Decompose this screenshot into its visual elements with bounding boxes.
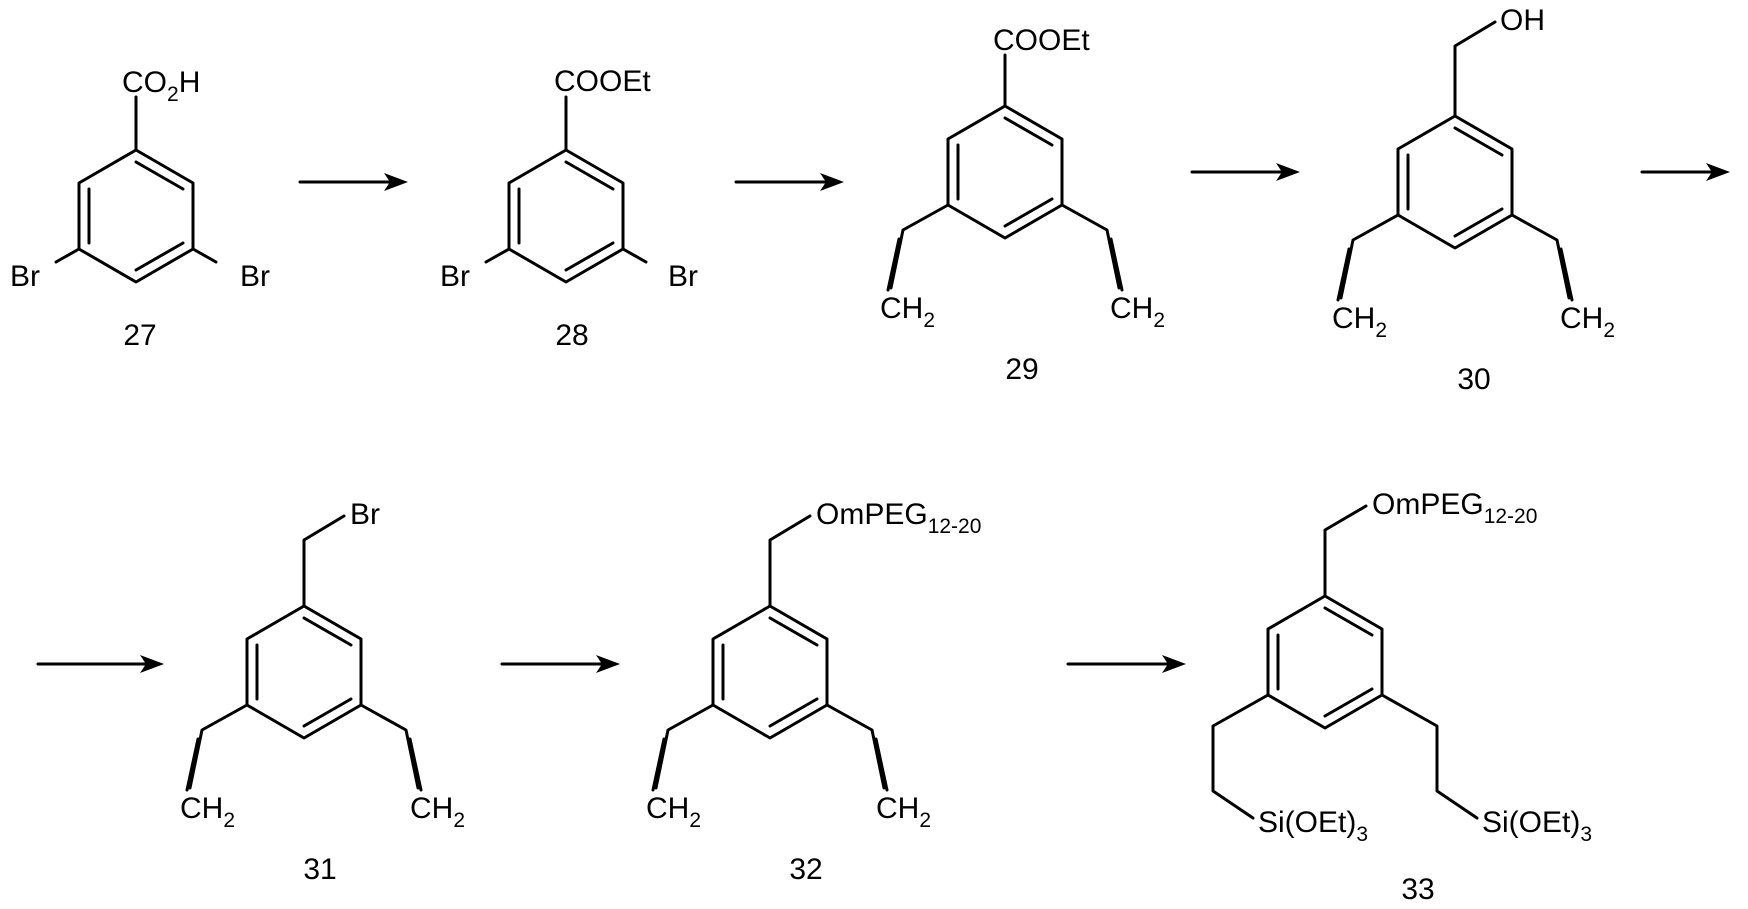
top-substituent-label: OmPEG12-20	[1372, 488, 1537, 528]
benzene-ring	[1268, 596, 1382, 728]
left-substituent-label: CH2	[880, 292, 935, 332]
right-substituent-label: CH2	[1560, 302, 1615, 342]
right-vinyl-group	[827, 705, 887, 790]
compound-28: COOEt Br Br 28	[440, 65, 698, 352]
compound-31: Br CH2 CH2 31	[180, 498, 465, 886]
compound-number: 29	[1005, 353, 1038, 386]
left-substituent-label: CH2	[646, 792, 701, 832]
right-br-bond	[193, 249, 216, 262]
right-vinyl-group	[361, 705, 421, 790]
left-vinyl-group	[187, 705, 247, 790]
reaction-arrow-29-30	[1192, 163, 1300, 181]
left-br-bond	[486, 249, 509, 262]
compound-33: OmPEG12-20 Si(OEt)3 Si(OEt)3 33	[1213, 488, 1592, 906]
right-substituent-label: CH2	[876, 792, 931, 832]
left-substituent-label: CH2	[180, 792, 235, 832]
right-substituent-label: Br	[240, 260, 270, 293]
top-substituent-label: COOEt	[554, 65, 651, 98]
hydroxymethyl-bond	[1455, 22, 1495, 116]
left-vinyl-group	[1338, 215, 1398, 300]
ether-bond	[770, 516, 810, 606]
benzene-ring	[79, 150, 193, 282]
benzene-ring	[1398, 116, 1512, 248]
compound-number: 32	[789, 853, 822, 886]
right-vinyl-group	[1512, 215, 1572, 300]
right-silylethyl-chain	[1382, 695, 1477, 818]
benzene-ring	[948, 106, 1062, 238]
top-substituent-label: OH	[1500, 4, 1545, 37]
compound-32: OmPEG12-20 CH2 CH2 32	[646, 498, 981, 886]
reaction-arrow-30-31-end	[1642, 163, 1730, 181]
compound-number: 28	[555, 319, 588, 352]
right-vinyl-group	[1062, 205, 1122, 290]
reaction-arrow-28-29	[736, 173, 844, 191]
benzene-ring	[247, 606, 361, 738]
right-substituent-label: Si(OEt)3	[1482, 806, 1592, 846]
right-br-bond	[623, 249, 646, 262]
top-substituent-label: Br	[350, 498, 380, 531]
reaction-arrow-27-28	[300, 173, 408, 191]
top-substituent-label: OmPEG12-20	[816, 498, 981, 538]
compound-number: 27	[123, 319, 156, 352]
left-substituent-label: Br	[10, 260, 40, 293]
top-substituent-label: CO2H	[122, 66, 200, 106]
compound-29: COOEt CH2 CH2 29	[880, 24, 1165, 386]
benzene-ring	[509, 150, 623, 282]
left-silylethyl-chain	[1213, 695, 1268, 818]
compound-27: CO2H Br Br 27	[10, 66, 270, 352]
right-substituent-label: CH2	[1110, 292, 1165, 332]
reaction-arrow-32-33	[1068, 655, 1186, 673]
ether-bond	[1325, 506, 1366, 596]
compound-number: 30	[1457, 363, 1490, 396]
left-substituent-label: CH2	[1332, 302, 1387, 342]
compound-30: OH CH2 CH2 30	[1332, 4, 1615, 396]
reaction-arrow-31-32	[502, 655, 620, 673]
left-vinyl-group	[653, 705, 713, 790]
compound-number: 33	[1401, 873, 1434, 906]
compound-number: 31	[303, 853, 336, 886]
right-substituent-label: Br	[668, 260, 698, 293]
bromomethyl-bond	[304, 516, 344, 606]
left-vinyl-group	[888, 205, 948, 290]
left-br-bond	[56, 249, 79, 262]
reaction-arrow-30-31-start	[38, 655, 164, 673]
benzene-ring	[713, 606, 827, 738]
left-substituent-label: Br	[440, 260, 470, 293]
top-substituent-label: COOEt	[993, 24, 1090, 57]
right-substituent-label: CH2	[410, 792, 465, 832]
left-substituent-label: Si(OEt)3	[1258, 806, 1368, 846]
